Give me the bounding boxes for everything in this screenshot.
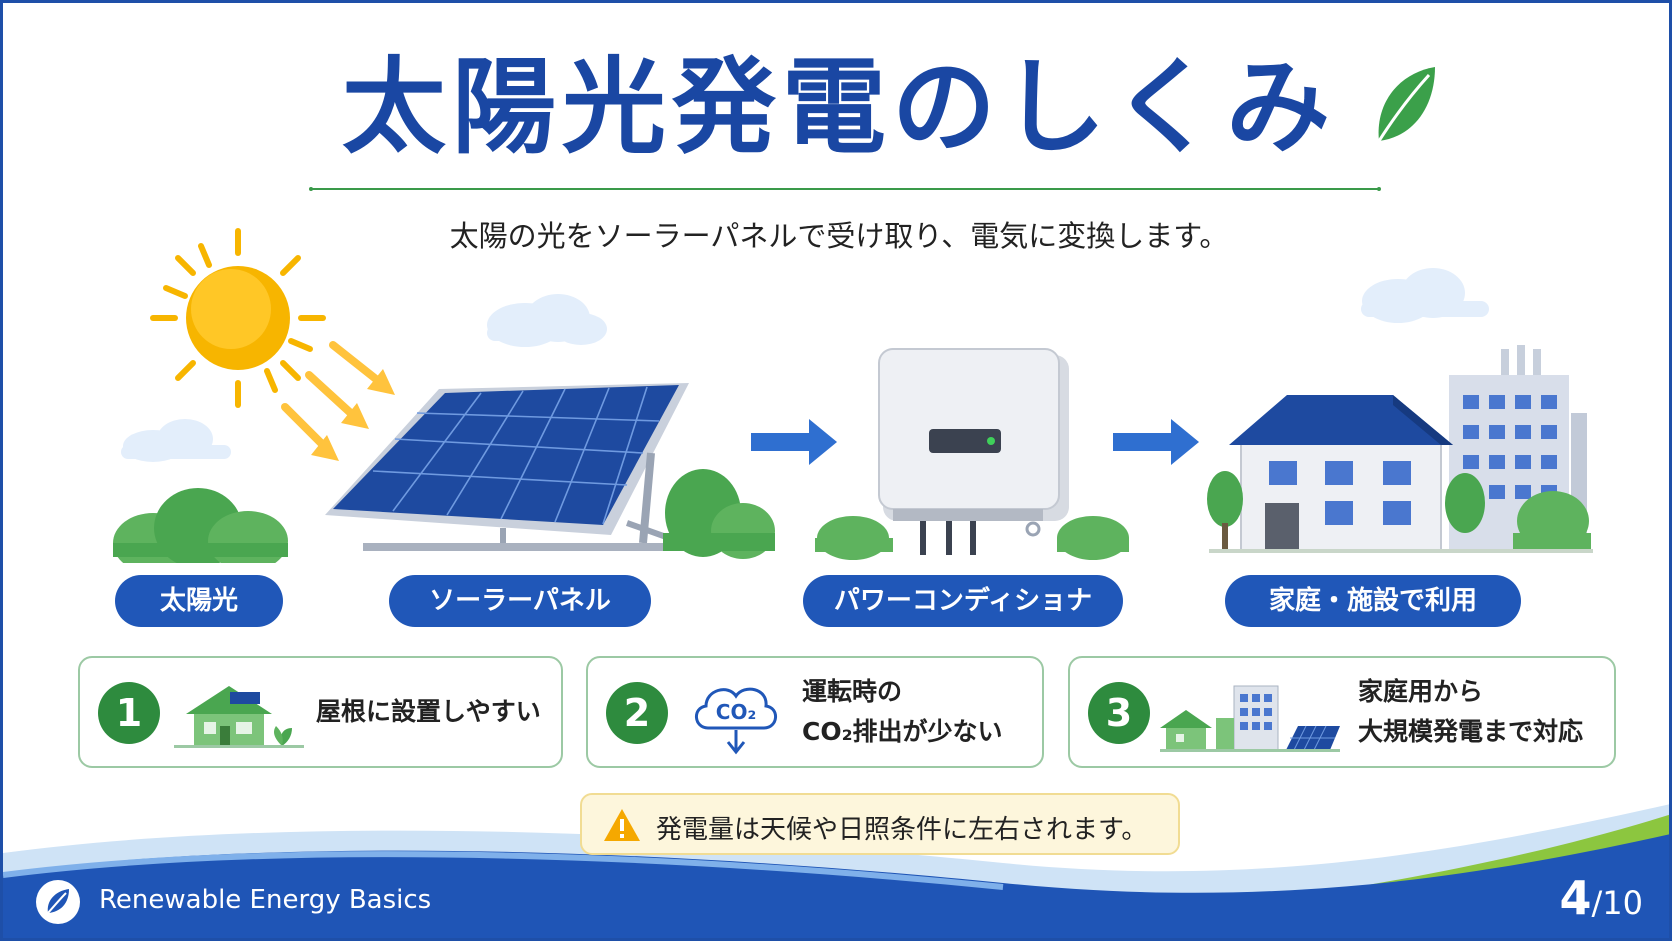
bush-icon <box>113 488 288 563</box>
warning-icon <box>604 809 640 841</box>
page-number: 4/10 <box>1559 871 1643 925</box>
feature-card-3: 3 家庭用から 大規模発電まで対応 <box>1068 656 1616 768</box>
footer-wave <box>3 804 1669 938</box>
page-title: 太陽光発電のしくみ <box>341 46 1337 168</box>
step-label-sunlight: 太陽光 <box>115 575 283 627</box>
inverter-icon <box>878 348 1069 555</box>
feature-text-line1: 運転時の <box>802 677 903 706</box>
house-icon <box>1229 395 1453 552</box>
cloud-icon <box>487 294 607 347</box>
feature-number: 3 <box>1088 682 1150 744</box>
feature-text-line2: 大規模発電まで対応 <box>1358 717 1584 746</box>
tree-icon <box>1207 471 1591 551</box>
step-label-power-conditioner: パワーコンディショナ <box>803 575 1123 627</box>
page-total: /10 <box>1591 884 1644 922</box>
feature-text-line1: 家庭用から <box>1358 677 1484 706</box>
solar-panel-icon <box>325 383 703 551</box>
title-divider <box>309 187 1381 191</box>
arrow-right-icon <box>1113 419 1199 465</box>
feature-number: 2 <box>606 682 668 744</box>
note-text: 発電量は天候や日照条件に左右されます。 <box>656 815 1148 845</box>
arrow-right-icon <box>751 419 837 465</box>
cloud-icon <box>1361 268 1489 323</box>
step-label-solar-panel: ソーラーパネル <box>389 575 651 627</box>
feature-text-line2: CO₂排出が少ない <box>802 717 1003 746</box>
green-house-icon <box>174 686 304 748</box>
feature-card-2: 2 CO₂ 運転時の CO₂排出が少ない <box>586 656 1044 768</box>
sun-icon <box>150 228 395 461</box>
leaf-logo-icon <box>36 880 80 924</box>
scale-buildings-icon <box>1160 685 1340 752</box>
feature-text: 屋根に設置しやすい <box>316 697 541 726</box>
step-label-home-facility: 家庭・施設で利用 <box>1225 575 1521 627</box>
leaf-icon <box>1377 67 1435 142</box>
bush-icon <box>815 516 1129 560</box>
subtitle: 太陽の光をソーラーパネルで受け取り、電気に変換します。 <box>449 219 1229 253</box>
co2-icon-text: CO₂ <box>716 700 756 724</box>
cloud-icon <box>121 419 231 462</box>
feature-number: 1 <box>98 682 160 744</box>
feature-card-1: 1 屋根に設置しやすい <box>78 656 563 768</box>
page-current: 4 <box>1559 871 1592 925</box>
co2-cloud-icon: CO₂ <box>695 687 777 755</box>
bush-icon <box>663 469 775 559</box>
illustration-scene <box>113 228 1593 563</box>
footer-brand: Renewable Energy Basics <box>99 885 432 915</box>
note-box: 発電量は天候や日照条件に左右されます。 <box>580 793 1180 855</box>
